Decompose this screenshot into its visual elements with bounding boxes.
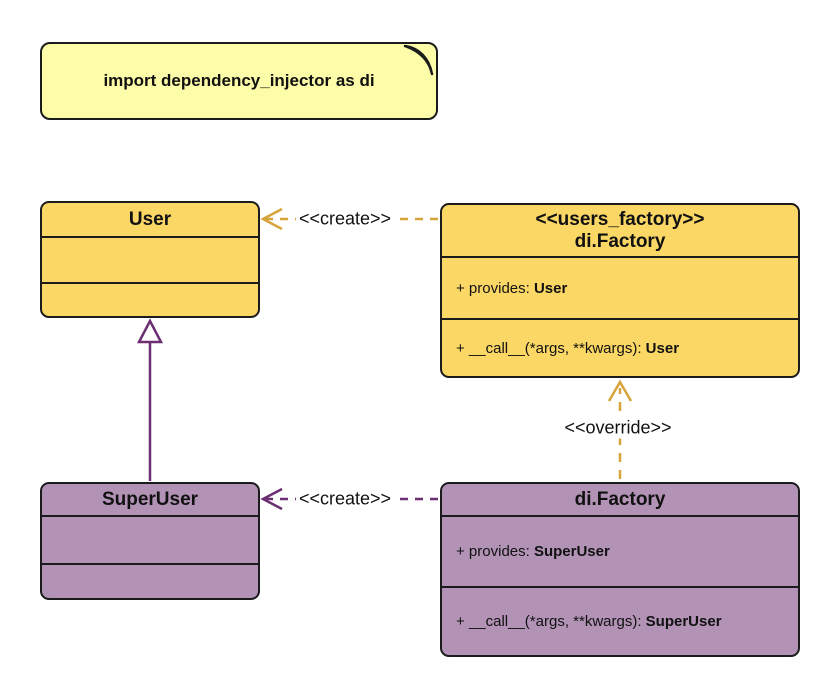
create-label-superuser: <<create>> bbox=[295, 488, 395, 510]
class-title: di.Factory bbox=[574, 488, 666, 510]
class-superuser-attributes bbox=[42, 517, 258, 565]
class-title: di.Factory bbox=[574, 230, 666, 252]
uml-note: import dependency_injector as di bbox=[40, 42, 438, 120]
class-user: User bbox=[40, 201, 260, 318]
attribute-provides: + provides: User bbox=[456, 279, 568, 297]
class-user-header: User bbox=[42, 203, 258, 238]
class-superuser-factory-header: di.Factory bbox=[442, 484, 798, 517]
attribute-provides: + provides: SuperUser bbox=[456, 543, 610, 560]
class-superuser-factory-methods: + __call__(*args, **kwargs): SuperUser bbox=[442, 588, 798, 655]
class-stereotype: <<users_factory>> bbox=[535, 208, 705, 230]
class-superuser-header: SuperUser bbox=[42, 484, 258, 517]
class-user-attributes bbox=[42, 238, 258, 284]
class-users-factory: <<users_factory>> di.Factory + provides:… bbox=[440, 203, 800, 378]
note-text: import dependency_injector as di bbox=[103, 71, 375, 90]
class-superuser: SuperUser bbox=[40, 482, 260, 600]
method-call: + __call__(*args, **kwargs): User bbox=[456, 339, 680, 357]
method-call: + __call__(*args, **kwargs): SuperUser bbox=[456, 613, 722, 630]
class-title: User bbox=[128, 208, 172, 230]
class-superuser-factory-attributes: + provides: SuperUser bbox=[442, 517, 798, 588]
create-label-user: <<create>> bbox=[295, 208, 395, 230]
class-title: SuperUser bbox=[101, 488, 199, 510]
override-arrow bbox=[607, 379, 633, 479]
create-arrow-superuser bbox=[260, 487, 438, 511]
note-fold-icon bbox=[403, 44, 434, 76]
override-label: <<override>> bbox=[561, 417, 675, 439]
class-user-methods bbox=[42, 284, 258, 316]
class-users-factory-header: <<users_factory>> di.Factory bbox=[442, 205, 798, 258]
class-users-factory-methods: + __call__(*args, **kwargs): User bbox=[442, 320, 798, 376]
class-superuser-methods bbox=[42, 565, 258, 598]
create-arrow-user bbox=[260, 207, 438, 231]
class-superuser-factory: di.Factory + provides: SuperUser + __cal… bbox=[440, 482, 800, 657]
class-users-factory-attributes: + provides: User bbox=[442, 258, 798, 320]
inheritance-arrow bbox=[136, 318, 164, 481]
